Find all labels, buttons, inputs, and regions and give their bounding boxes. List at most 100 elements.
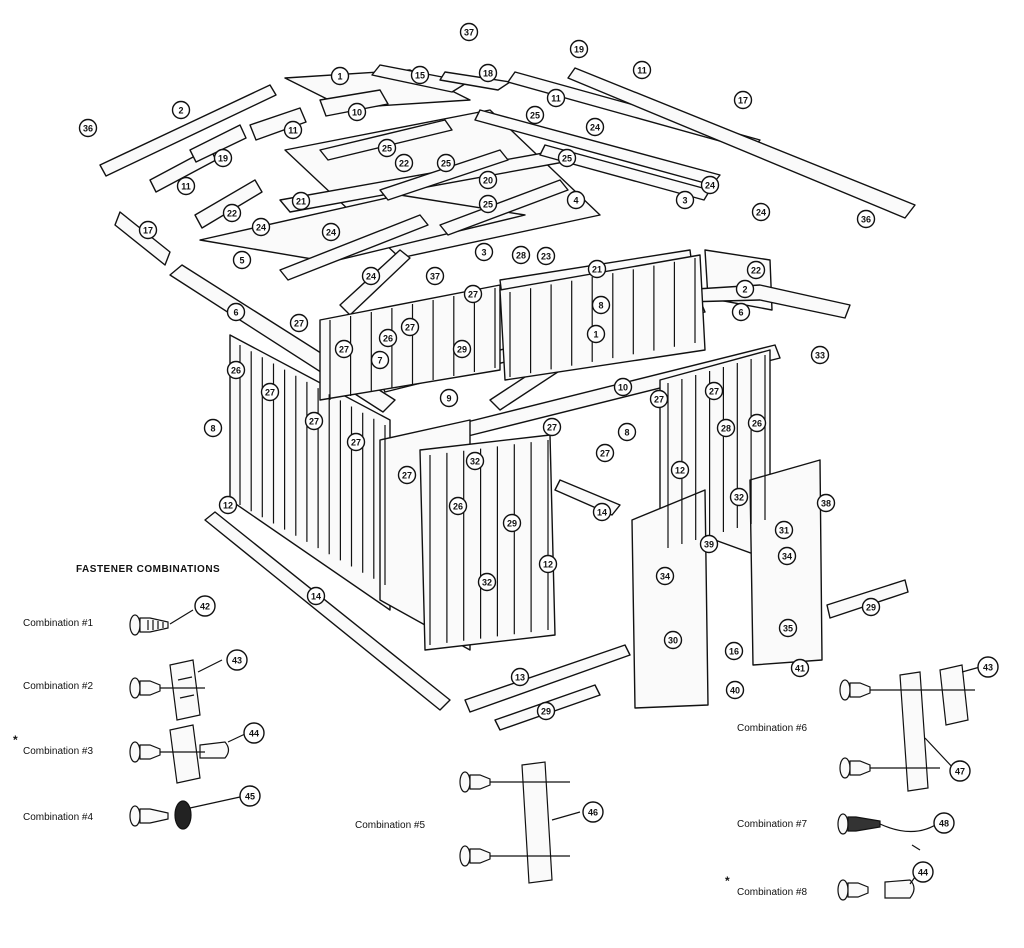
svg-text:11: 11 — [637, 66, 647, 76]
svg-text:2: 2 — [178, 106, 183, 116]
callout-17: 17 — [733, 90, 753, 110]
wall-ribs — [239, 258, 766, 645]
svg-text:27: 27 — [402, 471, 412, 481]
callout-10: 10 — [613, 377, 633, 397]
callout-6: 6 — [731, 302, 751, 322]
callout-32: 32 — [729, 487, 749, 507]
svg-text:24: 24 — [756, 208, 766, 218]
roof-gable-trim — [99, 84, 277, 177]
combination-4-screw — [129, 796, 241, 830]
combination-7-label: Combination #7 — [737, 819, 808, 830]
svg-text:12: 12 — [223, 501, 233, 511]
callout-10: 10 — [347, 102, 367, 122]
fastener-callout-44: 44 — [243, 722, 265, 744]
callout-22: 22 — [746, 260, 766, 280]
fastener-callout-43: 43 — [977, 656, 999, 678]
callout-26: 26 — [747, 413, 767, 433]
svg-text:21: 21 — [592, 265, 602, 275]
svg-text:26: 26 — [453, 502, 463, 512]
svg-text:40: 40 — [730, 686, 740, 696]
svg-text:48: 48 — [939, 819, 949, 829]
callout-27: 27 — [304, 411, 324, 431]
svg-text:27: 27 — [265, 388, 275, 398]
svg-text:2: 2 — [742, 285, 747, 295]
combination-3-label: Combination #3 — [23, 746, 94, 757]
back-wall — [319, 284, 501, 401]
callout-6: 6 — [226, 302, 246, 322]
svg-text:44: 44 — [249, 729, 259, 739]
svg-text:25: 25 — [483, 200, 493, 210]
svg-text:11: 11 — [288, 126, 298, 136]
svg-text:25: 25 — [530, 111, 540, 121]
callout-36: 36 — [856, 209, 876, 229]
svg-text:18: 18 — [483, 69, 493, 79]
svg-text:38: 38 — [821, 499, 831, 509]
svg-text:9: 9 — [446, 394, 451, 404]
svg-text:34: 34 — [660, 572, 670, 582]
callout-24: 24 — [251, 217, 271, 237]
callout-5: 5 — [232, 250, 252, 270]
svg-text:25: 25 — [441, 159, 451, 169]
svg-text:27: 27 — [709, 387, 719, 397]
callout-22: 22 — [394, 153, 414, 173]
gable-brace — [679, 284, 851, 319]
callout-25: 25 — [557, 148, 577, 168]
callout-27: 27 — [260, 382, 280, 402]
combination-2-screw — [129, 659, 223, 721]
callout-18: 18 — [478, 63, 498, 83]
floor-rail — [204, 511, 451, 711]
fastener-illustrations — [129, 609, 981, 901]
callout-29: 29 — [861, 597, 881, 617]
roof-rafter — [439, 179, 569, 236]
svg-text:25: 25 — [382, 144, 392, 154]
svg-text:36: 36 — [83, 124, 93, 134]
svg-text:24: 24 — [326, 228, 336, 238]
callout-29: 29 — [502, 513, 522, 533]
svg-text:35: 35 — [783, 624, 793, 634]
callout-29: 29 — [452, 339, 472, 359]
callout-7: 7 — [370, 350, 390, 370]
callout-21: 21 — [291, 191, 311, 211]
callout-39: 39 — [699, 534, 719, 554]
callout-27: 27 — [542, 417, 562, 437]
callout-27: 27 — [400, 317, 420, 337]
callout-30: 30 — [663, 630, 683, 650]
callout-15: 15 — [410, 65, 430, 85]
svg-text:26: 26 — [383, 334, 393, 344]
callout-20: 20 — [478, 170, 498, 190]
floor-rail — [464, 644, 631, 713]
svg-text:11: 11 — [551, 94, 561, 104]
svg-text:27: 27 — [309, 417, 319, 427]
svg-text:26: 26 — [752, 419, 762, 429]
callout-24: 24 — [361, 266, 381, 286]
svg-text:32: 32 — [734, 493, 744, 503]
svg-text:3: 3 — [682, 196, 687, 206]
roof-panel — [199, 194, 526, 263]
svg-text:11: 11 — [181, 182, 191, 192]
callout-12: 12 — [670, 460, 690, 480]
svg-text:20: 20 — [483, 176, 493, 186]
combination-3-asterisk: * — [13, 733, 18, 747]
roof-gable-trim — [319, 89, 389, 117]
callout-28: 28 — [716, 418, 736, 438]
svg-text:46: 46 — [588, 808, 598, 818]
callout-11: 11 — [176, 176, 196, 196]
svg-text:10: 10 — [352, 108, 362, 118]
callout-14: 14 — [306, 586, 326, 606]
fastener-callout-43: 43 — [226, 649, 248, 671]
callout-27: 27 — [463, 284, 483, 304]
callout-16: 16 — [724, 641, 744, 661]
svg-text:27: 27 — [294, 319, 304, 329]
combination-3-screw — [129, 724, 246, 784]
roof-brace — [194, 179, 263, 229]
svg-text:36: 36 — [861, 215, 871, 225]
callout-36: 36 — [78, 118, 98, 138]
svg-text:17: 17 — [738, 96, 748, 106]
combination-8-label: Combination #8 — [737, 887, 808, 898]
callout-27: 27 — [397, 465, 417, 485]
svg-text:43: 43 — [232, 656, 242, 666]
callout-3: 3 — [675, 190, 695, 210]
svg-text:1: 1 — [337, 72, 342, 82]
